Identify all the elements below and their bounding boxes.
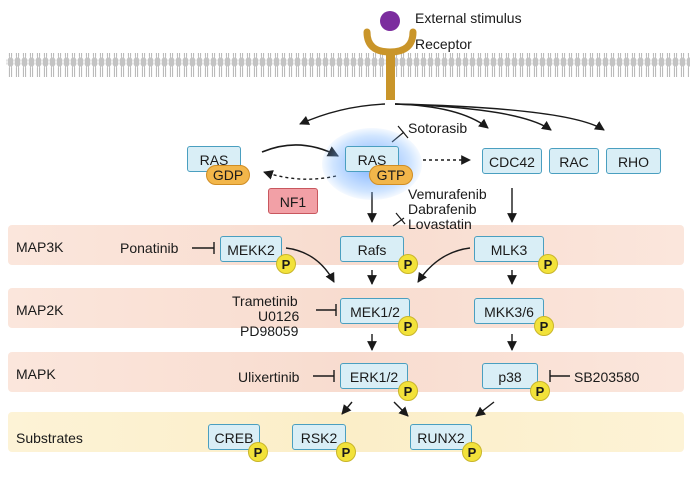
ulixertinib-label: Ulixertinib <box>238 369 300 385</box>
tier-label-mapk: MAPK <box>16 366 56 382</box>
receptor-shape <box>363 28 417 100</box>
runx2-phospho: P <box>462 442 482 462</box>
receptor-arrows <box>299 103 605 131</box>
nf1-node: NF1 <box>268 188 318 214</box>
rho-node: RHO <box>606 148 661 174</box>
tier-label-map2k: MAP2K <box>16 302 64 318</box>
mkk36-node: MKK3/6 <box>474 298 544 324</box>
u0126-label: U0126 <box>258 308 300 324</box>
runx2-node: RUNX2 <box>410 424 472 450</box>
p38-phospho: P <box>530 381 550 401</box>
erk12-node: ERK1/2 <box>340 363 408 389</box>
tier-label-substrates: Substrates <box>16 430 83 446</box>
gtp-pill: GTP <box>369 165 413 185</box>
dabrafenib-label: Dabrafenib <box>408 201 477 217</box>
rsk2-phospho: P <box>336 442 356 462</box>
creb-node: CREB <box>208 424 260 450</box>
mlk3-phospho: P <box>538 254 558 274</box>
mlk3-node: MLK3 <box>474 236 544 262</box>
mekk2-node: MEKK2 <box>220 236 282 262</box>
rac-node: RAC <box>549 148 599 174</box>
ponatinib-label: Ponatinib <box>120 240 179 256</box>
ras-gtp-label: RAS <box>357 152 387 168</box>
mekk2-phospho: P <box>276 254 296 274</box>
creb-phospho: P <box>248 442 268 462</box>
rafs-node: Rafs <box>340 236 404 262</box>
tier-label-map3k: MAP3K <box>16 239 64 255</box>
cell-membrane <box>6 53 690 77</box>
cdc42-node: CDC42 <box>482 148 542 174</box>
vemurafenib-label: Vemurafenib <box>408 186 487 202</box>
gdp-pill: GDP <box>206 165 250 185</box>
ras-gdp-label: RAS <box>199 152 229 168</box>
external-stimulus-ligand <box>380 11 400 31</box>
p38-node: p38 <box>482 363 538 389</box>
receptor-label: Receptor <box>415 36 472 52</box>
rsk2-node: RSK2 <box>292 424 346 450</box>
erk12-phospho: P <box>398 381 418 401</box>
pd98059-label: PD98059 <box>240 323 299 339</box>
rafs-phospho: P <box>398 254 418 274</box>
mkk36-phospho: P <box>534 316 554 336</box>
lovastatin-label: Lovastatin <box>408 216 472 232</box>
trametinib-label: Trametinib <box>232 293 298 309</box>
mek12-node: MEK1/2 <box>340 298 410 324</box>
mek12-phospho: P <box>398 316 418 336</box>
sb203580-label: SB203580 <box>574 369 640 385</box>
sotorasib-label: Sotorasib <box>408 120 468 136</box>
external-stimulus-label: External stimulus <box>415 10 522 26</box>
